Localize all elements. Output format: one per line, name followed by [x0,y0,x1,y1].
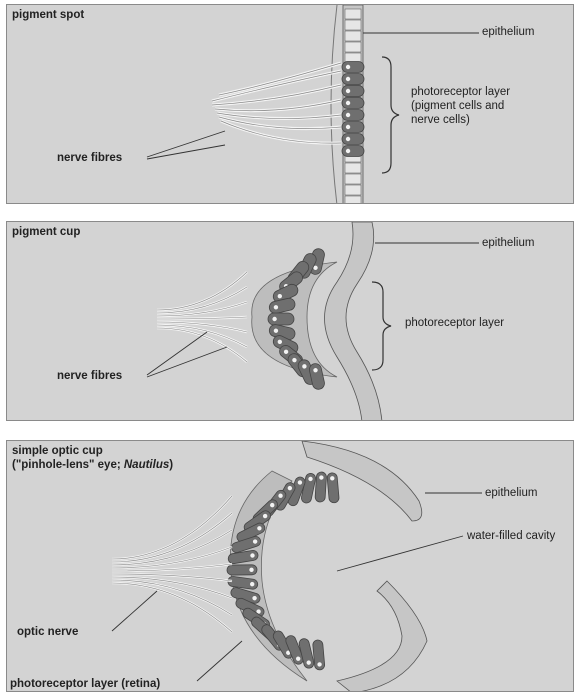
photoreceptor-cell-body [342,134,364,145]
nerve-fibres-label: nerve fibres [57,369,122,383]
epithelium-label: epithelium [482,25,534,39]
panel-title: pigment spot [12,8,84,22]
tissue-boundary [331,5,337,204]
retina-cell [327,472,340,503]
panel-pigment-spot: pigment spot epithelium photoreceptor la… [6,4,574,204]
optic-nerve-leader [112,591,157,631]
optic-nerve-fibre [112,583,232,632]
epithelial-cell [345,185,361,195]
epithelium-strip [325,222,383,421]
optic-nerve-fibre [112,580,232,615]
photoreceptor-brace [372,282,391,370]
photoreceptor-cell-nucleus [346,125,350,129]
nerve-fibres-leader [147,145,225,159]
nerve-fibre [157,328,247,362]
retina-cell [315,472,327,503]
photoreceptor-cell-body [342,98,364,109]
photoreceptor-cell [342,134,364,145]
optic-nerve-fibre [112,513,232,562]
photoreceptor-cell [342,110,364,121]
nautilus-name: Nautilus [124,459,169,471]
retina-cell [312,640,325,671]
water-filled-cavity-label: water-filled cavity [467,529,555,543]
panel-simple-optic-cup: simple optic cup ("pinhole-lens" eye; Na… [6,440,574,692]
nerve-fibres-leader [147,332,207,375]
nerve-fibre [215,100,341,111]
photoreceptor-cell-body [342,146,364,157]
photoreceptor-cell [342,98,364,109]
panel-title-line2: ("pinhole-lens" eye; Nautilus) [12,458,173,472]
photoreceptor-layer-label-line2: (pigment cells and [411,99,504,113]
simple-optic-cup-diagram [7,441,574,692]
photoreceptor-cell-body [342,62,364,73]
epithelium-label: epithelium [485,486,537,500]
epithelial-cell [345,42,361,52]
epithelial-cell [345,9,361,19]
panel-pigment-cup: pigment cup epithelium photoreceptor lay… [6,221,574,421]
epithelial-cell [345,196,361,204]
photoreceptor-layer-label-line3: nerve cells) [411,113,470,127]
photoreceptor-cell-body [342,74,364,85]
retina-leader [197,641,242,681]
photoreceptor-cell-nucleus [346,113,350,117]
retina-cell [227,565,257,575]
nerve-fibre-outline [157,272,247,310]
nerve-fibres-label: nerve fibres [57,151,122,165]
photoreceptor-cell [268,313,294,325]
optic-nerve-fibre [112,530,232,565]
nerve-fibres-leader [147,347,227,377]
photoreceptor-cell [342,74,364,85]
optic-nerve-fibre-outline [112,530,232,565]
photoreceptor-cell-nucleus [346,89,350,93]
nerve-fibre-outline [157,328,247,362]
epithelial-cell [345,31,361,41]
photoreceptor-cell [342,122,364,133]
optic-nerve-fibre-outline [112,583,232,632]
epithelial-cell [345,174,361,184]
nerve-fibres-leader [147,131,225,157]
panel-title: pigment cup [12,225,80,239]
photoreceptor-cell-nucleus [346,149,350,153]
photoreceptor-brace [382,57,399,173]
photoreceptor-cell-body [342,110,364,121]
epithelium-label: epithelium [482,236,534,250]
photoreceptor-cell-body [342,122,364,133]
photoreceptor-cell [342,146,364,157]
photoreceptor-cell-nucleus [346,137,350,141]
photoreceptor-cell-nucleus [346,65,350,69]
photoreceptor-cell-nucleus [346,77,350,81]
photoreceptor-layer-retina-label: photoreceptor layer (retina) [10,677,160,691]
photoreceptor-layer-label: photoreceptor layer [411,85,510,99]
nerve-fibre [221,121,341,143]
cavity-leader [337,536,463,571]
photoreceptor-cell [342,86,364,97]
lower-epithelium [337,581,427,692]
epithelial-cell [345,163,361,173]
photoreceptor-cell-body [268,313,294,325]
optic-nerve-label: optic nerve [17,625,78,639]
photoreceptor-cell-body [342,86,364,97]
photoreceptor-cell-nucleus [346,101,350,105]
photoreceptor-cell-nucleus [272,317,276,321]
optic-nerve-fibre-outline [112,513,232,562]
panel-title-line1: simple optic cup [12,444,173,458]
optic-nerve-fibre-outline [112,580,232,615]
photoreceptor-cell [342,62,364,73]
nerve-fibre [157,272,247,310]
panel-title: simple optic cup ("pinhole-lens" eye; Na… [12,444,173,472]
photoreceptor-layer-label: photoreceptor layer [405,316,504,330]
epithelial-cell [345,20,361,30]
